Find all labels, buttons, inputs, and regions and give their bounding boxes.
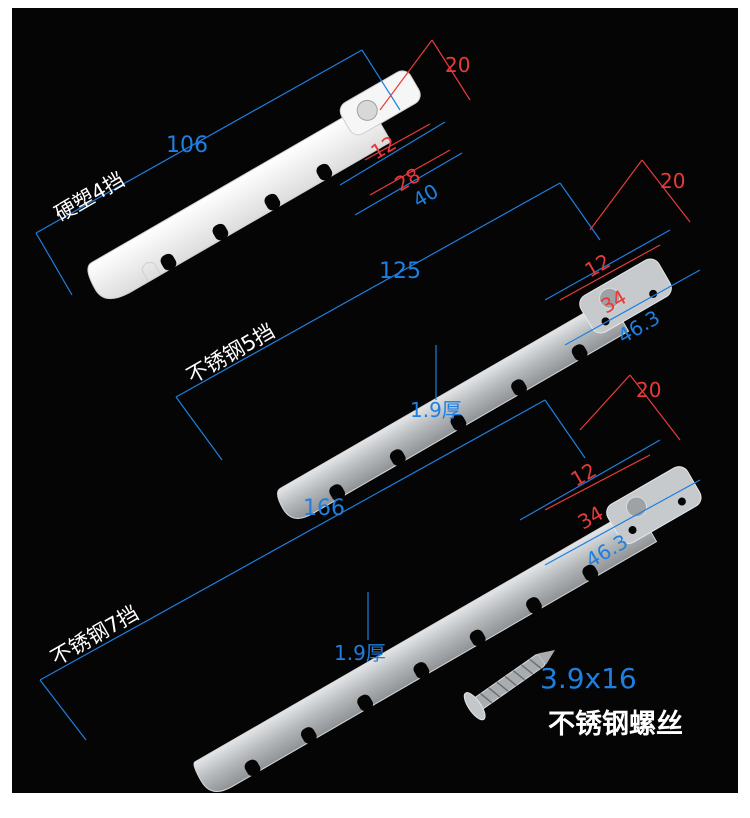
steel-stay-7-body	[193, 506, 658, 792]
plastic-stay-pivot-plate	[339, 70, 421, 136]
steel-stay-5-dim-20: 20	[660, 169, 685, 193]
plastic-stay-rivet	[356, 99, 378, 121]
screw-size: 3.9x16	[540, 662, 637, 695]
plastic-stay-dim-20: 20	[445, 53, 470, 77]
steel-stay-5	[277, 258, 672, 519]
steel-stay-7-thickness: 1.9厚	[334, 641, 386, 665]
steel-stay-5-rivet	[599, 287, 621, 309]
plastic-stay	[87, 70, 421, 300]
screw-label: 不锈钢螺丝	[548, 709, 683, 740]
steel-stay-5-pivot-plate	[579, 258, 672, 334]
plastic-stay-length: 106	[166, 133, 208, 158]
steel-stay-7-dim-20: 20	[636, 378, 661, 402]
plastic-dimensions	[35, 39, 471, 296]
screw-icon	[463, 650, 555, 721]
steel-stay-5-length: 125	[379, 259, 421, 284]
steel-stay-5-body	[277, 297, 630, 519]
steel-stay-7-dimensions	[39, 374, 701, 741]
steel-stay-7-length: 166	[303, 496, 345, 521]
steel-stay-5-dimensions	[175, 159, 701, 461]
plastic-stay-body	[87, 101, 392, 300]
steel-stay-5-thickness: 1.9厚	[410, 398, 462, 422]
